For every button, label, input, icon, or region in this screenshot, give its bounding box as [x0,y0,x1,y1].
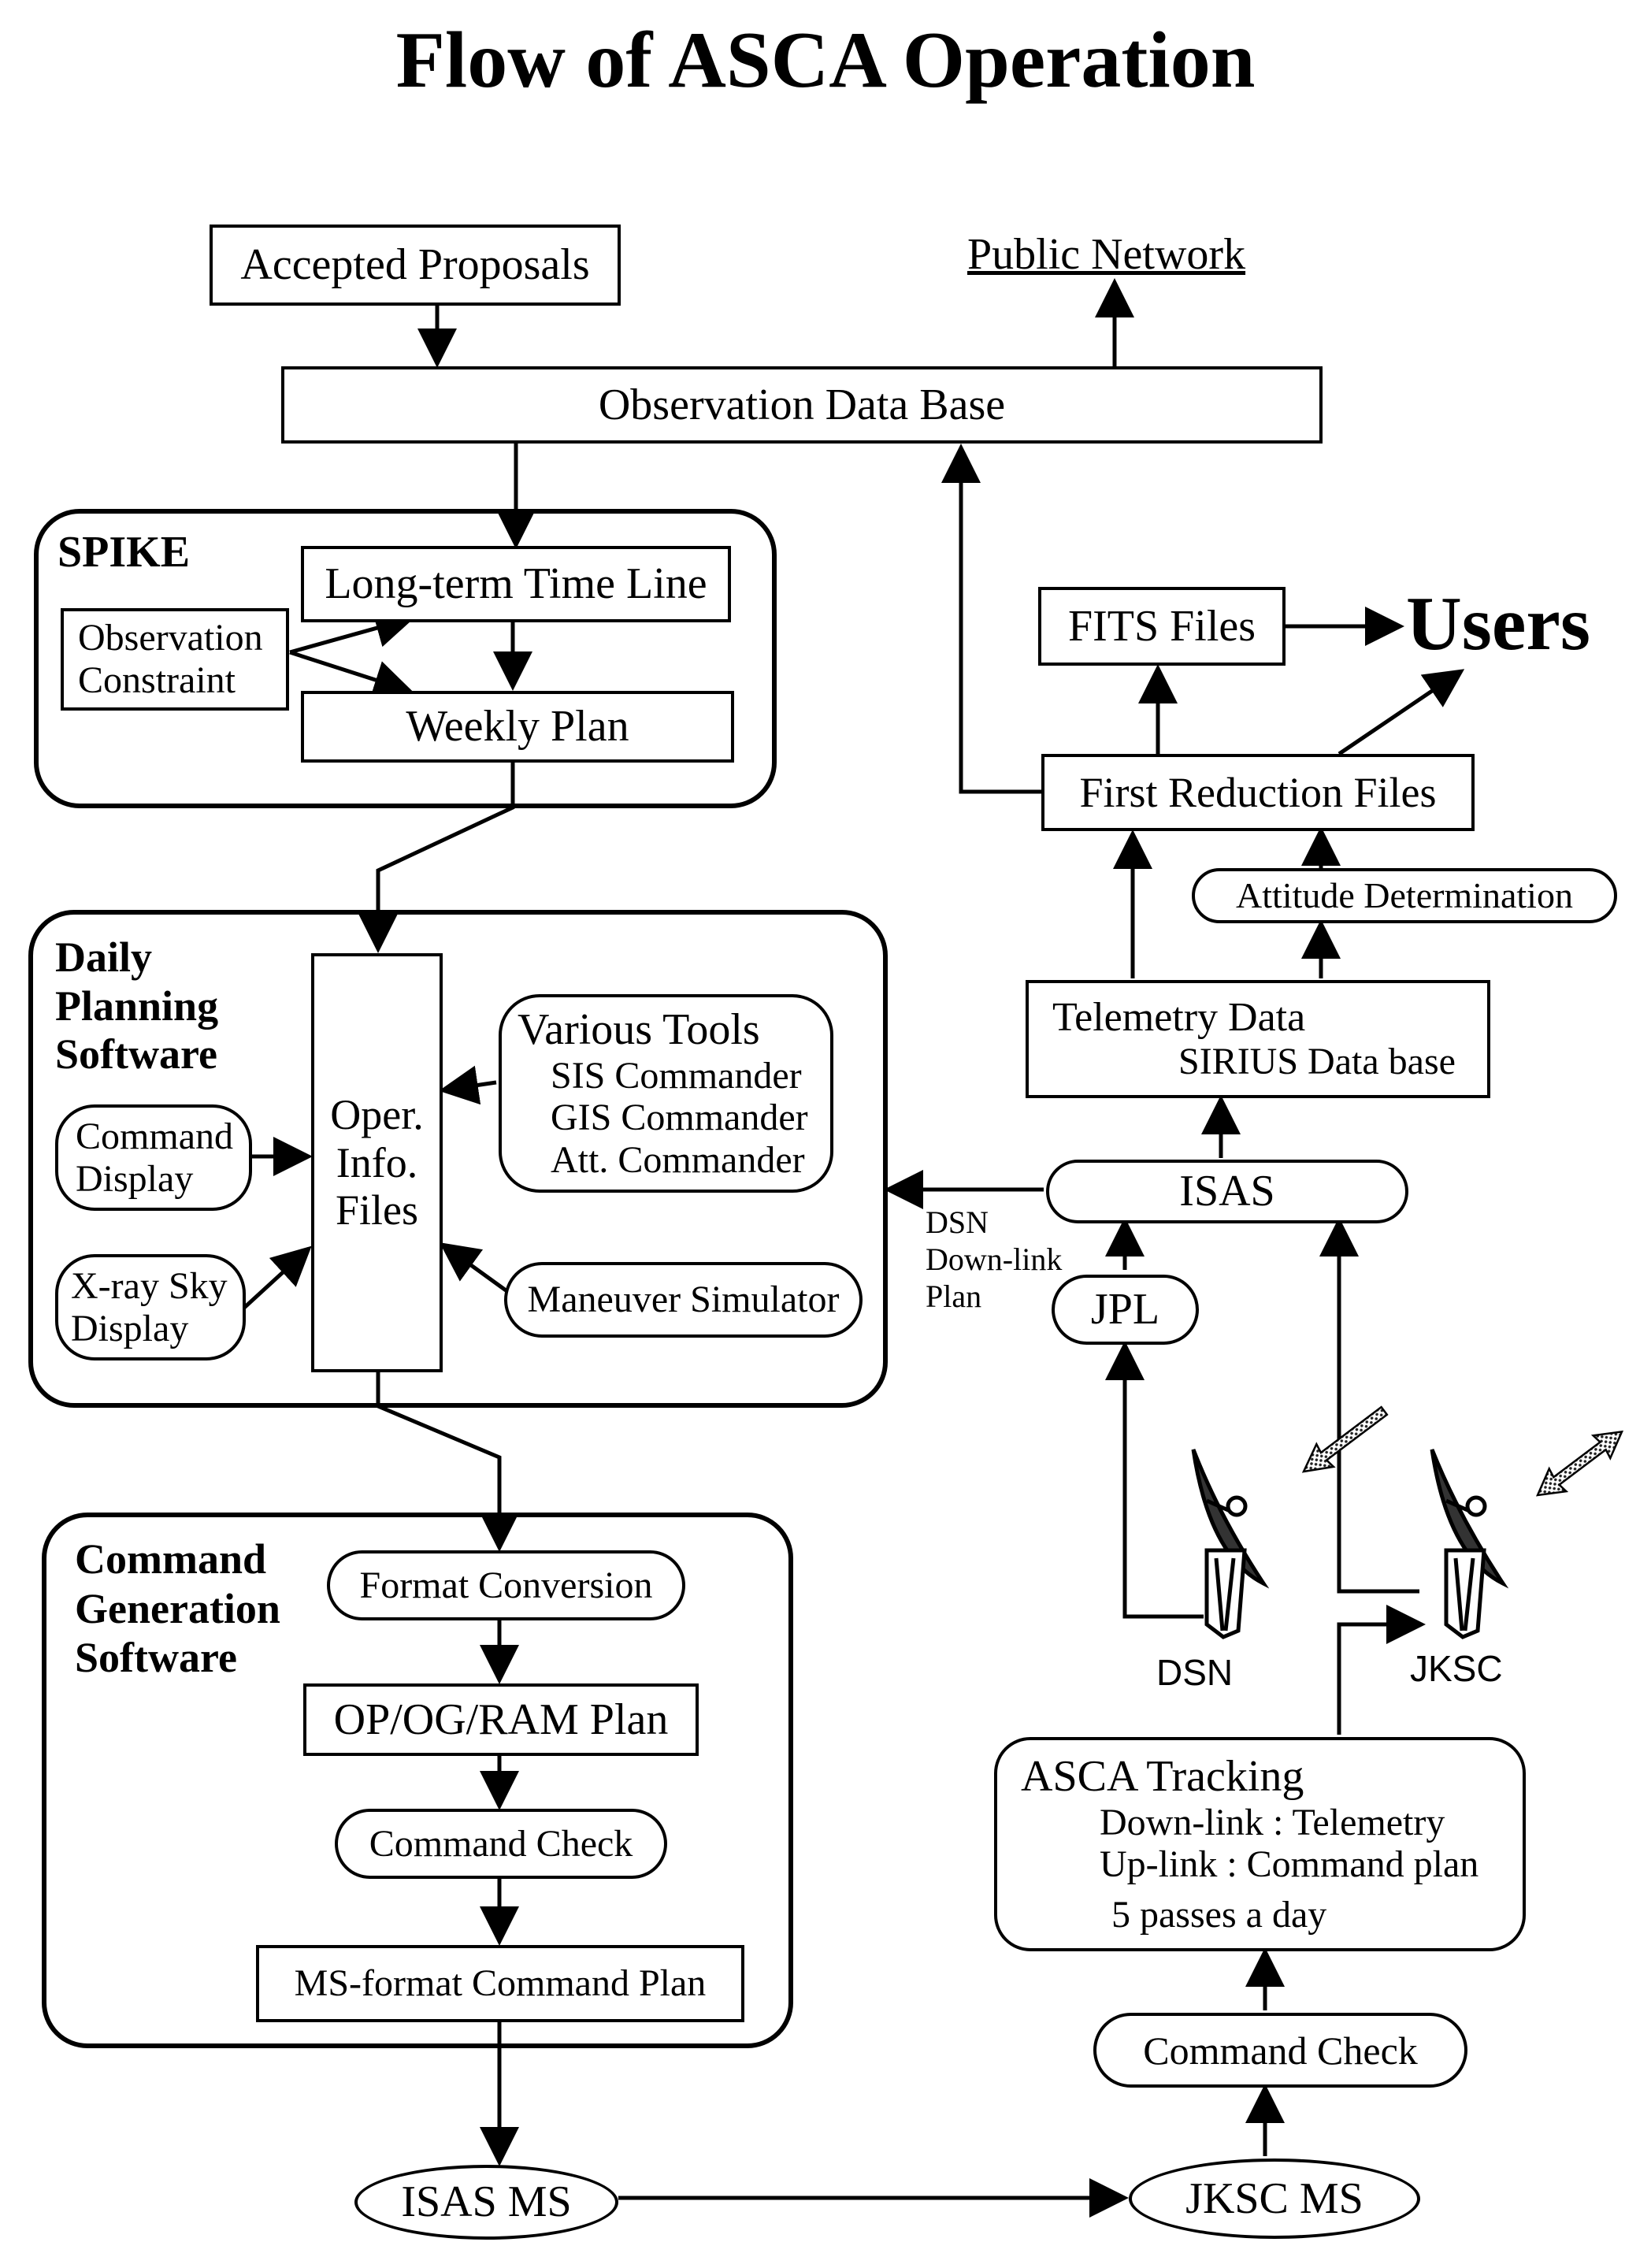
daily-planning-label-line-1: Daily [55,934,153,981]
oper-info-files-line-3: Files [335,1186,419,1234]
xray-sky-display-line-2: Display [71,1307,189,1349]
command-generation-label-line-2: Generation [75,1584,280,1632]
arrow-tools-to-oper-files [439,1065,497,1105]
users-label: Users [1406,581,1591,666]
jksc-station-label: JKSC [1410,1648,1503,1689]
dsn-station-label: DSN [1156,1652,1234,1693]
telemetry-data-title: Telemetry Data [1052,995,1306,1040]
xray-sky-display-line-1: X-ray Sky [71,1264,228,1307]
long-term-time-line-box: Long-term Time Line [301,546,731,622]
oper-info-files-line-1: Oper. [330,1091,424,1139]
dsn-antenna-icon [1191,1449,1270,1639]
dsn-downlink-plan-label: DSN Down-link Plan [926,1204,1062,1316]
first-reduction-files-box: First Reduction Files [1041,754,1475,831]
tool-gis-commander: GIS Commander [551,1097,808,1139]
op-og-ram-plan-box: OP/OG/RAM Plan [303,1683,699,1756]
daily-planning-label: Daily Planning Software [55,934,218,1079]
dsn-downlink-plan-line-1: DSN [926,1205,989,1240]
dsn-downlink-plan-line-2: Down-link [926,1242,1063,1278]
command-generation-label: Command Generation Software [75,1535,280,1683]
command-display-line-1: Command [76,1115,233,1157]
tool-att-commander: Att. Commander [551,1139,805,1182]
arrow-tracking-to-jksc [1337,1605,1426,1735]
dsn-downlink-plan-line-3: Plan [926,1279,982,1315]
isas-box: ISAS [1046,1160,1408,1223]
weekly-plan-box: Weekly Plan [301,691,734,763]
command-check-box: Command Check [335,1809,667,1879]
public-network-label: Public Network [967,230,1246,279]
observation-constraint-line-2: Constraint [78,659,236,701]
daily-planning-label-line-3: Software [55,1030,217,1078]
various-tools-title: Various Tools [518,1005,760,1055]
daily-planning-group [28,910,888,1408]
asca-tracking-box: ASCA Tracking Down-link : Telemetry Up-l… [994,1737,1526,1951]
sirius-data-base-text: SIRIUS Data base [1178,1041,1456,1083]
isas-ms-ellipse: ISAS MS [354,2165,618,2240]
command-generation-group [42,1513,793,2048]
command-display-box: Command Display [55,1104,252,1211]
asca-tracking-title: ASCA Tracking [1021,1752,1304,1802]
fits-files-box: FITS Files [1038,587,1286,666]
arrow-xray-to-oper-files [243,1245,312,1309]
tracking-command-check-box: Command Check [1093,2013,1467,2088]
tracking-passes-per-day: 5 passes a day [1111,1894,1327,1936]
observation-data-base-box: Observation Data Base [281,366,1323,444]
various-tools-box: Various Tools SIS Commander GIS Commande… [499,994,833,1193]
jksc-ms-ellipse: JKSC MS [1129,2158,1420,2239]
format-conversion-box: Format Conversion [327,1550,685,1620]
arrow-jksc-to-isas [1319,1217,1419,1594]
spike-group [34,509,777,808]
tracking-downlink-telemetry: Down-link : Telemetry [1100,1801,1445,1843]
ms-format-command-plan-box: MS-format Command Plan [256,1945,744,2022]
downlink-signal-arrow-icon [1301,1405,1389,1473]
command-generation-label-line-1: Command [75,1535,267,1583]
command-generation-label-line-3: Software [75,1634,237,1682]
tool-sis-commander: SIS Commander [551,1054,802,1097]
telemetry-data-box: Telemetry Data SIRIUS Data base [1026,980,1490,1098]
jksc-antenna-icon [1430,1449,1509,1639]
oper-info-files-box: Oper. Info. Files [311,953,443,1372]
arrow-oper-files-to-format-conversion [376,1372,519,1552]
arrow-constraint-to-weekly [289,650,414,699]
observation-constraint-box: Observation Constraint [61,608,289,711]
command-display-line-2: Display [76,1157,194,1200]
oper-info-files-line-2: Info. [336,1138,418,1186]
arrow-dsn-to-jpl [1105,1341,1204,1619]
attitude-determination-box: Attitude Determination [1192,868,1617,923]
arrow-first-reduction-to-users [1337,669,1465,756]
arrow-constraint-to-longterm [289,609,415,655]
arrow-first-reduction-to-database [941,444,1041,794]
daily-planning-label-line-2: Planning [55,982,219,1030]
two-way-link-arrow-icon [1535,1430,1624,1497]
jpl-box: JPL [1052,1275,1199,1345]
spike-label: SPIKE [58,528,191,577]
diagram-title: Flow of ASCA Operation [395,16,1256,105]
observation-constraint-line-1: Observation [78,617,263,659]
accepted-proposals-box: Accepted Proposals [210,225,621,306]
arrow-maneuver-to-oper-files [439,1242,510,1294]
tracking-uplink-command-plan: Up-link : Command plan [1100,1843,1479,1886]
maneuver-simulator-box: Maneuver Simulator [504,1262,863,1338]
xray-sky-display-box: X-ray Sky Display [55,1254,246,1360]
